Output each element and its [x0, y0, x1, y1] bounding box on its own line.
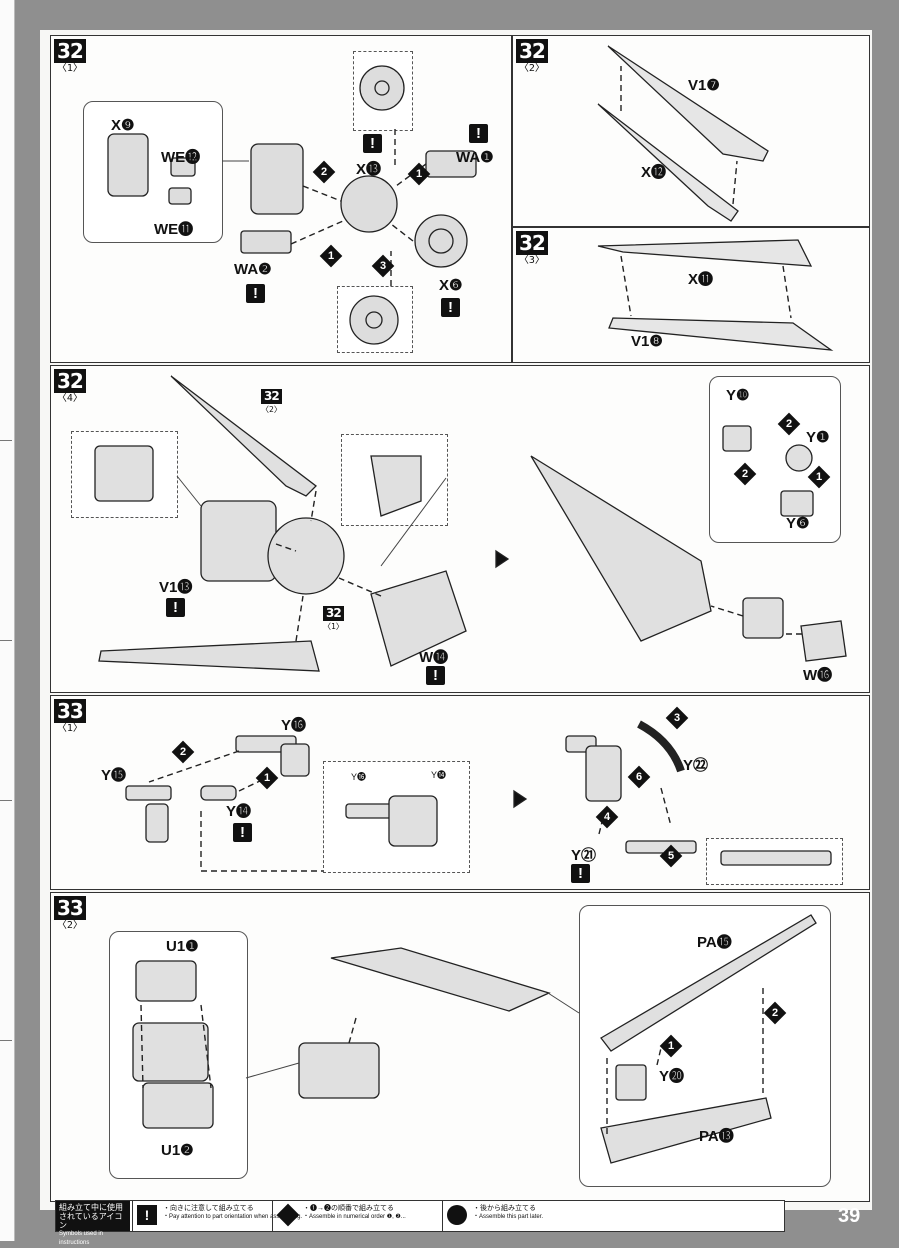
step-sub: 〈1〉: [56, 63, 83, 74]
part-label: WE⓬: [161, 149, 201, 166]
step-32-4-diagram: [94, 375, 847, 672]
part-label: Y⓮: [226, 803, 252, 820]
step-32-1-diagram: [107, 65, 477, 345]
legend-item-en: ・Pay attention to part orientation when …: [163, 1214, 303, 1220]
part-label: WA❷: [234, 261, 272, 278]
edge-rule: [0, 640, 12, 641]
warning-icon: !: [137, 1205, 157, 1225]
warning-icon: !: [426, 666, 445, 685]
warning-icon: !: [363, 134, 382, 153]
part-label: X⓬: [641, 164, 667, 181]
step-number: 33: [54, 699, 86, 723]
part-label: V1⓭: [159, 579, 193, 596]
legend-item-jp: ・後から組み立てる: [473, 1205, 536, 1212]
warning-icon: !: [246, 284, 265, 303]
instruction-page: 32〈1〉 X❾ WE⓬ WE⓫ ! X⓭ ! WA❶ WA❷ ! X❻ !: [40, 30, 872, 1210]
step-32-2-panel: 32〈2〉 V1❼ X⓬: [512, 35, 870, 227]
legend-item-jp: ・❶→❷の順番で組み立てる: [303, 1205, 394, 1212]
legend-title-jp: 組み立て中に使用されているアイコン: [59, 1203, 123, 1230]
part-label: U1❷: [161, 1142, 194, 1159]
step-33-2-diagram: [132, 914, 817, 1164]
legend-title-en: Symbols used in instructions: [59, 1231, 104, 1246]
step-badge: 32〈4〉: [54, 369, 86, 405]
part-label: Y㉑: [571, 847, 597, 864]
part-label: W⓰: [803, 667, 833, 684]
step-number: 32: [516, 231, 548, 255]
part-label: Y❿: [726, 387, 750, 404]
detail-inset: [709, 376, 841, 543]
step-number: 32: [516, 39, 548, 63]
step-33-1-diagram: [125, 720, 832, 872]
assemble-later-icon: [447, 1205, 467, 1225]
edge-rule: [0, 1040, 12, 1041]
part-label: WE⓫: [154, 221, 194, 238]
step-badge: 32〈1〉: [54, 39, 86, 75]
step-32-1-panel: 32〈1〉 X❾ WE⓬ WE⓫ ! X⓭ ! WA❶ WA❷ ! X❻ !: [50, 35, 512, 363]
warning-icon: !: [233, 823, 252, 842]
legend-item-jp: ・向きに注意して組み立てる: [163, 1205, 254, 1212]
part-label: X❾: [111, 117, 135, 134]
part-label: PA⓯: [697, 934, 732, 951]
step-33-2-panel: 33〈2〉 U1❶ U1❷ PA⓯ Y⓴ PA⓭ 2 1: [50, 892, 870, 1202]
icon-legend: 組み立て中に使用されているアイコン Symbols used in instru…: [55, 1200, 785, 1246]
reference-badge: 32〈1〉: [323, 606, 344, 633]
step-sub: 〈1〉: [56, 723, 83, 734]
step-32-3-diagram: [597, 239, 834, 351]
part-label: X❻: [439, 277, 463, 294]
left-page-edge: [0, 0, 15, 1241]
ref-number: 32: [323, 606, 344, 621]
ref-number: 32: [261, 389, 282, 404]
step-32-3-panel: 32〈3〉 X⓫ V1❽: [512, 227, 870, 363]
part-label-small: Y⓰: [351, 772, 367, 782]
part-label: U1❶: [166, 938, 199, 955]
ref-sub: 〈1〉: [323, 622, 344, 631]
reference-badge: 32〈2〉: [261, 389, 282, 416]
warning-icon: !: [441, 298, 460, 317]
legend-title: 組み立て中に使用されているアイコン Symbols used in instru…: [56, 1201, 130, 1246]
part-label: W⓮: [419, 649, 449, 666]
step-32-2-diagram: [597, 45, 769, 222]
step-number: 33: [54, 896, 86, 920]
step-33-1-panel: 33〈1〉 Y⓰ Y⓯ Y⓮ ! Y⓰ Y⓮ Y㉒ Y㉑ ! 2 1 3: [50, 695, 870, 890]
legend-item-en: ・Assemble in numerical order ❶, ❷...: [303, 1214, 406, 1220]
step-badge: 32〈3〉: [516, 231, 548, 267]
part-label: V1❼: [688, 77, 720, 94]
order-diamond-icon: [276, 1203, 300, 1227]
step-number: 32: [54, 369, 86, 393]
step-sub: 〈4〉: [56, 393, 83, 404]
part-label: V1❽: [631, 333, 663, 350]
step-badge: 33〈1〉: [54, 699, 86, 735]
part-label: X⓭: [356, 161, 382, 178]
ref-sub: 〈2〉: [261, 405, 282, 414]
page-number: 39: [838, 1205, 861, 1227]
part-label: X⓫: [688, 271, 714, 288]
step-sub: 〈3〉: [518, 255, 545, 266]
step-number: 32: [54, 39, 86, 63]
step-badge: 32〈2〉: [516, 39, 548, 75]
detail-inset: [83, 101, 223, 243]
warning-icon: !: [469, 124, 488, 143]
part-label: PA⓭: [699, 1128, 734, 1145]
part-label: Y⓰: [281, 717, 307, 734]
part-label: Y❶: [806, 429, 830, 446]
legend-item-en: ・Assemble this part later.: [473, 1214, 544, 1220]
part-label: Y❻: [786, 515, 810, 532]
part-label: Y㉒: [683, 757, 709, 774]
warning-icon: !: [166, 598, 185, 617]
step-sub: 〈2〉: [56, 920, 83, 931]
step-32-4-panel: 32〈4〉 V1⓭ ! W⓮ ! 32〈2〉 32〈1〉 Y❿ Y❶: [50, 365, 870, 693]
edge-rule: [0, 440, 12, 441]
edge-rule: [0, 800, 12, 801]
legend-orientation: ! ・向きに注意して組み立てる・Pay attention to part or…: [132, 1201, 302, 1231]
part-label-small: Y⓮: [431, 770, 447, 780]
step-badge: 33〈2〉: [54, 896, 86, 932]
part-label: Y⓴: [659, 1068, 685, 1085]
part-label: WA❶: [456, 149, 494, 166]
warning-icon: !: [571, 864, 590, 883]
step-sub: 〈2〉: [518, 63, 545, 74]
legend-later: ・後から組み立てる・Assemble this part later.: [442, 1201, 583, 1231]
part-label: Y⓯: [101, 767, 127, 784]
legend-order: ・❶→❷の順番で組み立てる・Assemble in numerical orde…: [272, 1201, 443, 1231]
